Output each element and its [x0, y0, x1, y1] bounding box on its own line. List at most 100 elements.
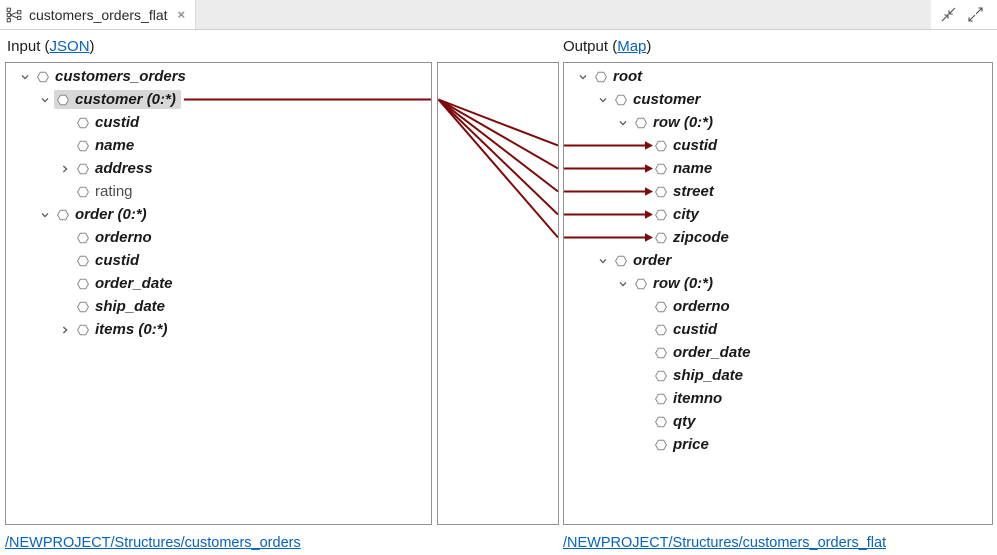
tree-item-core[interactable]: order_date [74, 274, 178, 293]
map-icon [6, 7, 22, 23]
tree-item-core[interactable]: order (0:*) [54, 205, 152, 224]
close-icon[interactable]: × [177, 7, 186, 22]
hexagon-element-icon [77, 255, 89, 267]
tree-item-rating[interactable]: rating [6, 180, 431, 203]
tree-item-order[interactable]: order [564, 249, 992, 272]
mapping-canvas[interactable] [437, 62, 559, 525]
chevron-down-icon[interactable] [594, 256, 612, 266]
tree-item-street[interactable]: street [564, 180, 992, 203]
tree-item-items-0[interactable]: items (0:*) [6, 318, 431, 341]
tree-item-label: custid [95, 114, 140, 131]
tree-item-core[interactable]: order [612, 251, 676, 270]
tree-item-core[interactable]: city [652, 205, 704, 224]
chevron-down-icon[interactable] [36, 210, 54, 220]
output-format-link[interactable]: Map [617, 38, 647, 55]
input-format-link[interactable]: JSON [49, 38, 90, 55]
tree-item-core[interactable]: orderno [652, 297, 735, 316]
chevron-down-icon[interactable] [16, 72, 34, 82]
tree-item-core[interactable]: customer (0:*) [54, 90, 181, 109]
editor-tab[interactable]: customers_orders_flat × [0, 0, 197, 29]
tree-item-core[interactable]: root [592, 67, 647, 86]
output-header-suffix: ) [646, 38, 652, 55]
editor-tab-bar: customers_orders_flat × [0, 0, 997, 30]
tree-item-row-0[interactable]: row (0:*) [564, 272, 992, 295]
tree-item-core[interactable]: name [74, 136, 139, 155]
tree-item-qty[interactable]: qty [564, 410, 992, 433]
chevron-right-icon[interactable] [56, 164, 74, 174]
tree-item-zipcode[interactable]: zipcode [564, 226, 992, 249]
tree-item-ship-date[interactable]: ship_date [6, 295, 431, 318]
tree-item-core[interactable]: customers_orders [34, 67, 191, 86]
tree-item-customer-0[interactable]: customer (0:*) [6, 88, 431, 111]
tree-item-core[interactable]: items (0:*) [74, 320, 173, 339]
tree-item-row-0[interactable]: row (0:*) [564, 111, 992, 134]
output-tree: root customer row (0:*) custid name street cit… [564, 63, 992, 524]
tree-item-core[interactable]: order_date [652, 343, 756, 362]
tree-item-order-0[interactable]: order (0:*) [6, 203, 431, 226]
tree-item-label: orderno [673, 298, 730, 315]
tree-item-core[interactable]: rating [74, 182, 138, 201]
input-structure-link[interactable]: /NEWPROJECT/Structures/customers_orders [5, 535, 301, 551]
tree-item-ship-date[interactable]: ship_date [564, 364, 992, 387]
tree-item-core[interactable]: zipcode [652, 228, 734, 247]
hexagon-element-icon [77, 186, 89, 198]
tree-item-core[interactable]: custid [74, 251, 144, 270]
tree-item-label: zipcode [673, 229, 729, 246]
tree-item-core[interactable]: ship_date [652, 366, 748, 385]
tree-item-core[interactable]: custid [652, 136, 722, 155]
hexagon-element-icon [655, 186, 667, 198]
tree-item-label: order [633, 252, 672, 269]
hexagon-element-icon [77, 117, 89, 129]
hexagon-element-icon [655, 347, 667, 359]
maximize-icon[interactable] [968, 7, 983, 22]
input-header-suffix: ) [89, 38, 95, 55]
tree-item-price[interactable]: price [564, 433, 992, 456]
tree-item-name[interactable]: name [564, 157, 992, 180]
hexagon-element-icon [77, 278, 89, 290]
chevron-down-icon[interactable] [594, 95, 612, 105]
tree-item-core[interactable]: qty [652, 412, 701, 431]
chevron-down-icon[interactable] [574, 72, 592, 82]
chevron-down-icon[interactable] [614, 118, 632, 128]
tree-item-custid[interactable]: custid [564, 318, 992, 341]
output-structure-link[interactable]: /NEWPROJECT/Structures/customers_orders_… [563, 535, 887, 551]
tree-item-core[interactable]: price [652, 435, 714, 454]
tree-item-label: order_date [95, 275, 173, 292]
tree-item-core[interactable]: custid [652, 320, 722, 339]
tree-item-core[interactable]: orderno [74, 228, 157, 247]
tree-item-core[interactable]: ship_date [74, 297, 170, 316]
tree-item-core[interactable]: address [74, 159, 158, 178]
tree-item-customers-orders[interactable]: customers_orders [6, 65, 431, 88]
chevron-down-icon[interactable] [36, 95, 54, 105]
tree-item-root[interactable]: root [564, 65, 992, 88]
tree-item-core[interactable]: customer [612, 90, 706, 109]
tree-item-core[interactable]: row (0:*) [632, 113, 718, 132]
tree-item-custid[interactable]: custid [564, 134, 992, 157]
hexagon-element-icon [77, 163, 89, 175]
tree-item-custid[interactable]: custid [6, 249, 431, 272]
tree-item-core[interactable]: itemno [652, 389, 727, 408]
tree-item-order-date[interactable]: order_date [6, 272, 431, 295]
tree-item-city[interactable]: city [564, 203, 992, 226]
tree-item-order-date[interactable]: order_date [564, 341, 992, 364]
tree-item-orderno[interactable]: orderno [6, 226, 431, 249]
tree-item-core[interactable]: name [652, 159, 717, 178]
tree-item-core[interactable]: custid [74, 113, 144, 132]
tree-item-orderno[interactable]: orderno [564, 295, 992, 318]
tree-item-custid[interactable]: custid [6, 111, 431, 134]
chevron-right-icon[interactable] [56, 325, 74, 335]
tree-item-name[interactable]: name [6, 134, 431, 157]
hexagon-element-icon [655, 163, 667, 175]
minimize-icon[interactable] [941, 7, 956, 22]
tree-item-core[interactable]: row (0:*) [632, 274, 718, 293]
tree-item-customer[interactable]: customer [564, 88, 992, 111]
hexagon-element-icon [37, 71, 49, 83]
chevron-down-icon[interactable] [614, 279, 632, 289]
tree-item-label: items (0:*) [95, 321, 168, 338]
tree-item-label: address [95, 160, 153, 177]
tree-item-label: root [613, 68, 643, 85]
tree-item-core[interactable]: street [652, 182, 719, 201]
tree-item-address[interactable]: address [6, 157, 431, 180]
tree-item-itemno[interactable]: itemno [564, 387, 992, 410]
hexagon-element-icon [595, 71, 607, 83]
